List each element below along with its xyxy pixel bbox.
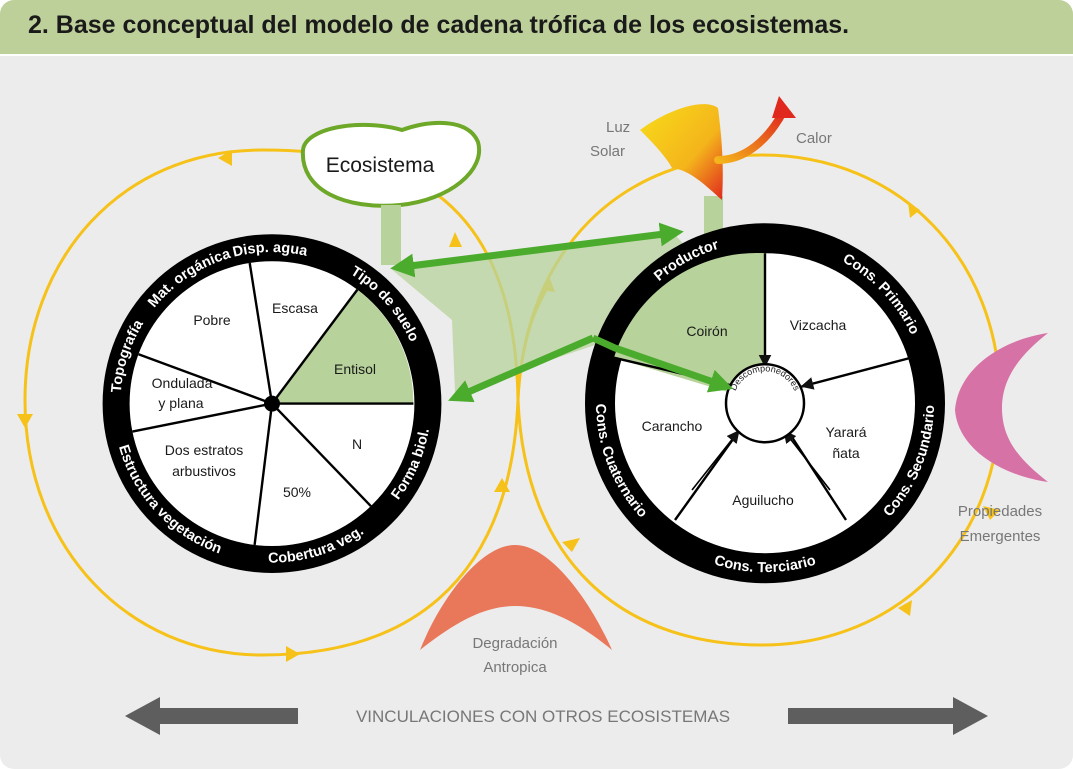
propiedades-shape bbox=[955, 333, 1048, 482]
vinculaciones-label: VINCULACIONES CON OTROS ECOSISTEMAS bbox=[356, 707, 730, 726]
sun-connector bbox=[704, 196, 723, 234]
dos-estratos-line1: Dos estratos bbox=[165, 442, 244, 458]
cons-terciario-label: Cons. Terciario bbox=[712, 553, 817, 577]
cycle-arrowheads bbox=[17, 150, 1000, 662]
carancho-cell: Carancho bbox=[642, 418, 703, 434]
ecosistema-connector bbox=[381, 205, 401, 265]
solar-label: Solar bbox=[590, 143, 625, 160]
cobertura-pct-cell: 50% bbox=[283, 484, 311, 500]
left-wheel: Pobre Escasa Entisol Ondulada y plana N … bbox=[102, 234, 442, 573]
aguilucho-cell: Aguilucho bbox=[732, 492, 794, 508]
dos-estratos-line2: arbustivos bbox=[172, 463, 236, 479]
sun-shape bbox=[640, 104, 723, 200]
left-dividers bbox=[132, 262, 414, 546]
left-grey-arrow bbox=[125, 697, 298, 735]
calor-label: Calor bbox=[796, 130, 832, 147]
disp-agua-label: Disp. agua bbox=[231, 240, 310, 261]
ondulada-line2: y plana bbox=[158, 395, 203, 411]
page-title: 2. Base conceptual del modelo de cadena … bbox=[28, 11, 850, 39]
title-bar: 2. Base conceptual del modelo de cadena … bbox=[0, 0, 1073, 54]
yarara-line1: Yarará bbox=[826, 424, 867, 440]
coiron-cell: Coirón bbox=[686, 323, 727, 339]
degradacion-shape bbox=[420, 545, 612, 650]
entisol-cell: Entisol bbox=[334, 361, 376, 377]
emergentes-label: Emergentes bbox=[960, 528, 1041, 545]
right-wheel: Descomponedores Coirón Vizcacha Carancho… bbox=[585, 223, 945, 584]
ecosistema-label: Ecosistema bbox=[326, 154, 435, 177]
ondulada-line1: Ondulada bbox=[152, 375, 213, 391]
right-grey-arrow bbox=[788, 697, 988, 735]
luz-label: Luz bbox=[606, 119, 630, 136]
antropica-label: Antropica bbox=[483, 659, 547, 676]
n-cell: N bbox=[352, 436, 362, 452]
green-links bbox=[390, 222, 734, 403]
ecosistema-blob bbox=[300, 120, 482, 208]
heat-arrow bbox=[714, 108, 787, 164]
pobre-cell: Pobre bbox=[193, 312, 231, 328]
propiedades-label: Propiedades bbox=[958, 503, 1042, 520]
vizcacha-cell: Vizcacha bbox=[790, 317, 847, 333]
escasa-cell: Escasa bbox=[272, 300, 318, 316]
yarara-line2: ñata bbox=[832, 445, 859, 461]
degradacion-label: Degradación bbox=[472, 635, 557, 652]
descomponedores-circle bbox=[724, 362, 806, 444]
